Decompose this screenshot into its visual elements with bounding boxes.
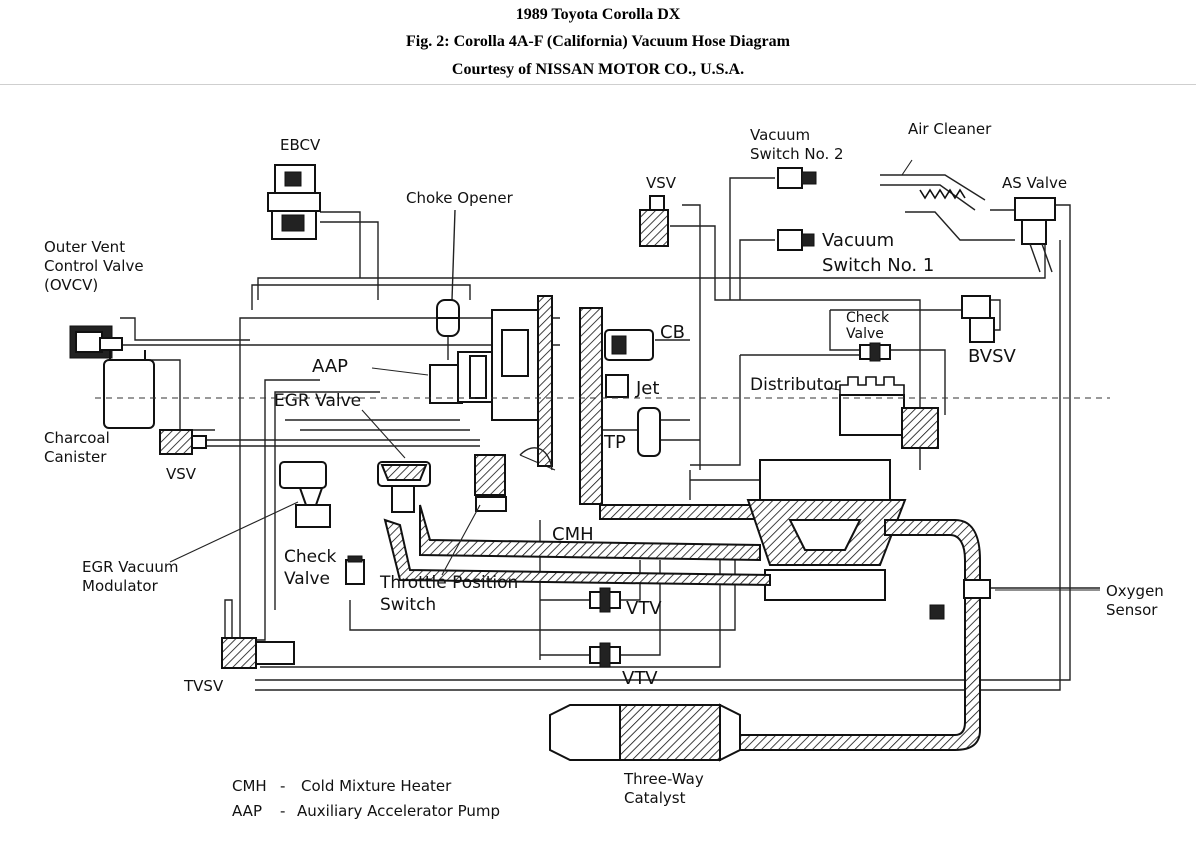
label-throttle-position-switch-line2: Switch [380,595,436,615]
cb-valve [604,329,654,361]
label-vacuum-switch-2: Vacuum [750,126,810,144]
label-check-valve-top-line2: Valve [846,326,884,342]
legend-abbr: CMH [232,777,267,795]
label-vacuum-switch-1: Vacuum [822,230,894,251]
label-as-valve: AS Valve [1002,174,1067,192]
label-aap: AAP [312,356,348,377]
legend-sep: - [280,802,285,820]
label-tp: TP [603,432,626,453]
label-check-valve-bottom-line2: Valve [284,569,330,589]
bvsv-valve [961,295,995,343]
label-check-valve-top: Check [846,310,890,326]
header-divider [0,84,1196,85]
jet [605,374,629,398]
three-way-catalyst [549,703,741,762]
vtv-upper [589,587,621,613]
charcoal-canister [103,350,155,429]
cmh-heater-pipe [383,504,771,587]
label-ovcv-line2: Control Valve [44,257,144,275]
label-oxygen-sensor: Oxygen [1106,582,1164,600]
legend-text: Cold Mixture Heater [301,777,452,795]
leader-lines [169,367,1100,591]
ebcv-valve [267,164,321,240]
as-valve [1014,197,1056,273]
label-ovcv: Outer Vent [44,238,125,256]
label-ovcv-line3: (OVCV) [44,276,98,294]
legend-text: Auxiliary Accelerator Pump [297,802,500,820]
vsv-top [639,195,669,247]
label-vtv-lower: VTV [622,668,658,689]
distributor [839,376,939,449]
label-three-way-catalyst-line2: Catalyst [624,789,686,807]
intake-manifold [599,459,981,751]
label-charcoal-canister-line2: Canister [44,448,107,466]
tp-actuator [637,407,661,457]
choke-opener [436,299,460,337]
label-three-way-catalyst: Three-Way [623,770,704,788]
check-valve-top [859,342,891,362]
label-jet: Jet [635,378,659,399]
vacuum-switch-1 [777,229,815,251]
label-bvsv: BVSV [968,346,1017,367]
oxygen-sensor [929,579,991,620]
carburetor-body [474,295,603,512]
legend-abbr: AAP [232,802,262,820]
figure-title: Fig. 2: Corolla 4A-F (California) Vacuum… [406,33,790,50]
tvsv-valve [221,637,295,669]
egr-vacuum-modulator [279,461,331,528]
air-cleaner [880,159,1015,241]
label-vtv-upper: VTV [626,598,662,619]
label-throttle-position-switch: Throttle Position [379,573,518,593]
ovcv-valve [69,325,123,359]
legend-sep: - [280,777,285,795]
check-valve-bottom [345,555,365,585]
label-air-cleaner: Air Cleaner [908,120,992,138]
label-egr-modulator-line2: Modulator [82,577,159,595]
label-oxygen-sensor-line2: Sensor [1106,601,1158,619]
label-cb: CB [660,322,685,343]
vtv-lower [589,642,621,668]
label-cmh: CMH [552,524,594,545]
label-tvsv: TVSV [183,677,224,695]
vsv-left [159,429,207,455]
label-egr-valve: EGR Valve [274,391,361,411]
label-vacuum-switch-2-line2: Switch No. 2 [750,145,844,163]
label-distributor: Distributor [750,375,841,395]
egr-valve [377,461,431,513]
label-check-valve-bottom: Check [284,547,336,567]
label-choke-opener: Choke Opener [406,189,514,207]
label-vsv-top: VSV [646,174,677,192]
vacuum-switch-2 [777,167,817,189]
page-title: 1989 Toyota Corolla DX [515,6,681,23]
figure-credit: Courtesy of NISSAN MOTOR CO., U.S.A. [451,61,745,78]
label-vacuum-switch-1-line2: Switch No. 1 [822,255,934,276]
label-vsv-left: VSV [166,465,197,483]
label-charcoal-canister: Charcoal [44,429,110,447]
legend: CMH - Cold Mixture Heater AAP - Auxiliar… [232,777,500,820]
aap-pump [429,351,497,404]
label-egr-modulator: EGR Vacuum [82,558,178,576]
label-ebcv: EBCV [280,136,321,154]
